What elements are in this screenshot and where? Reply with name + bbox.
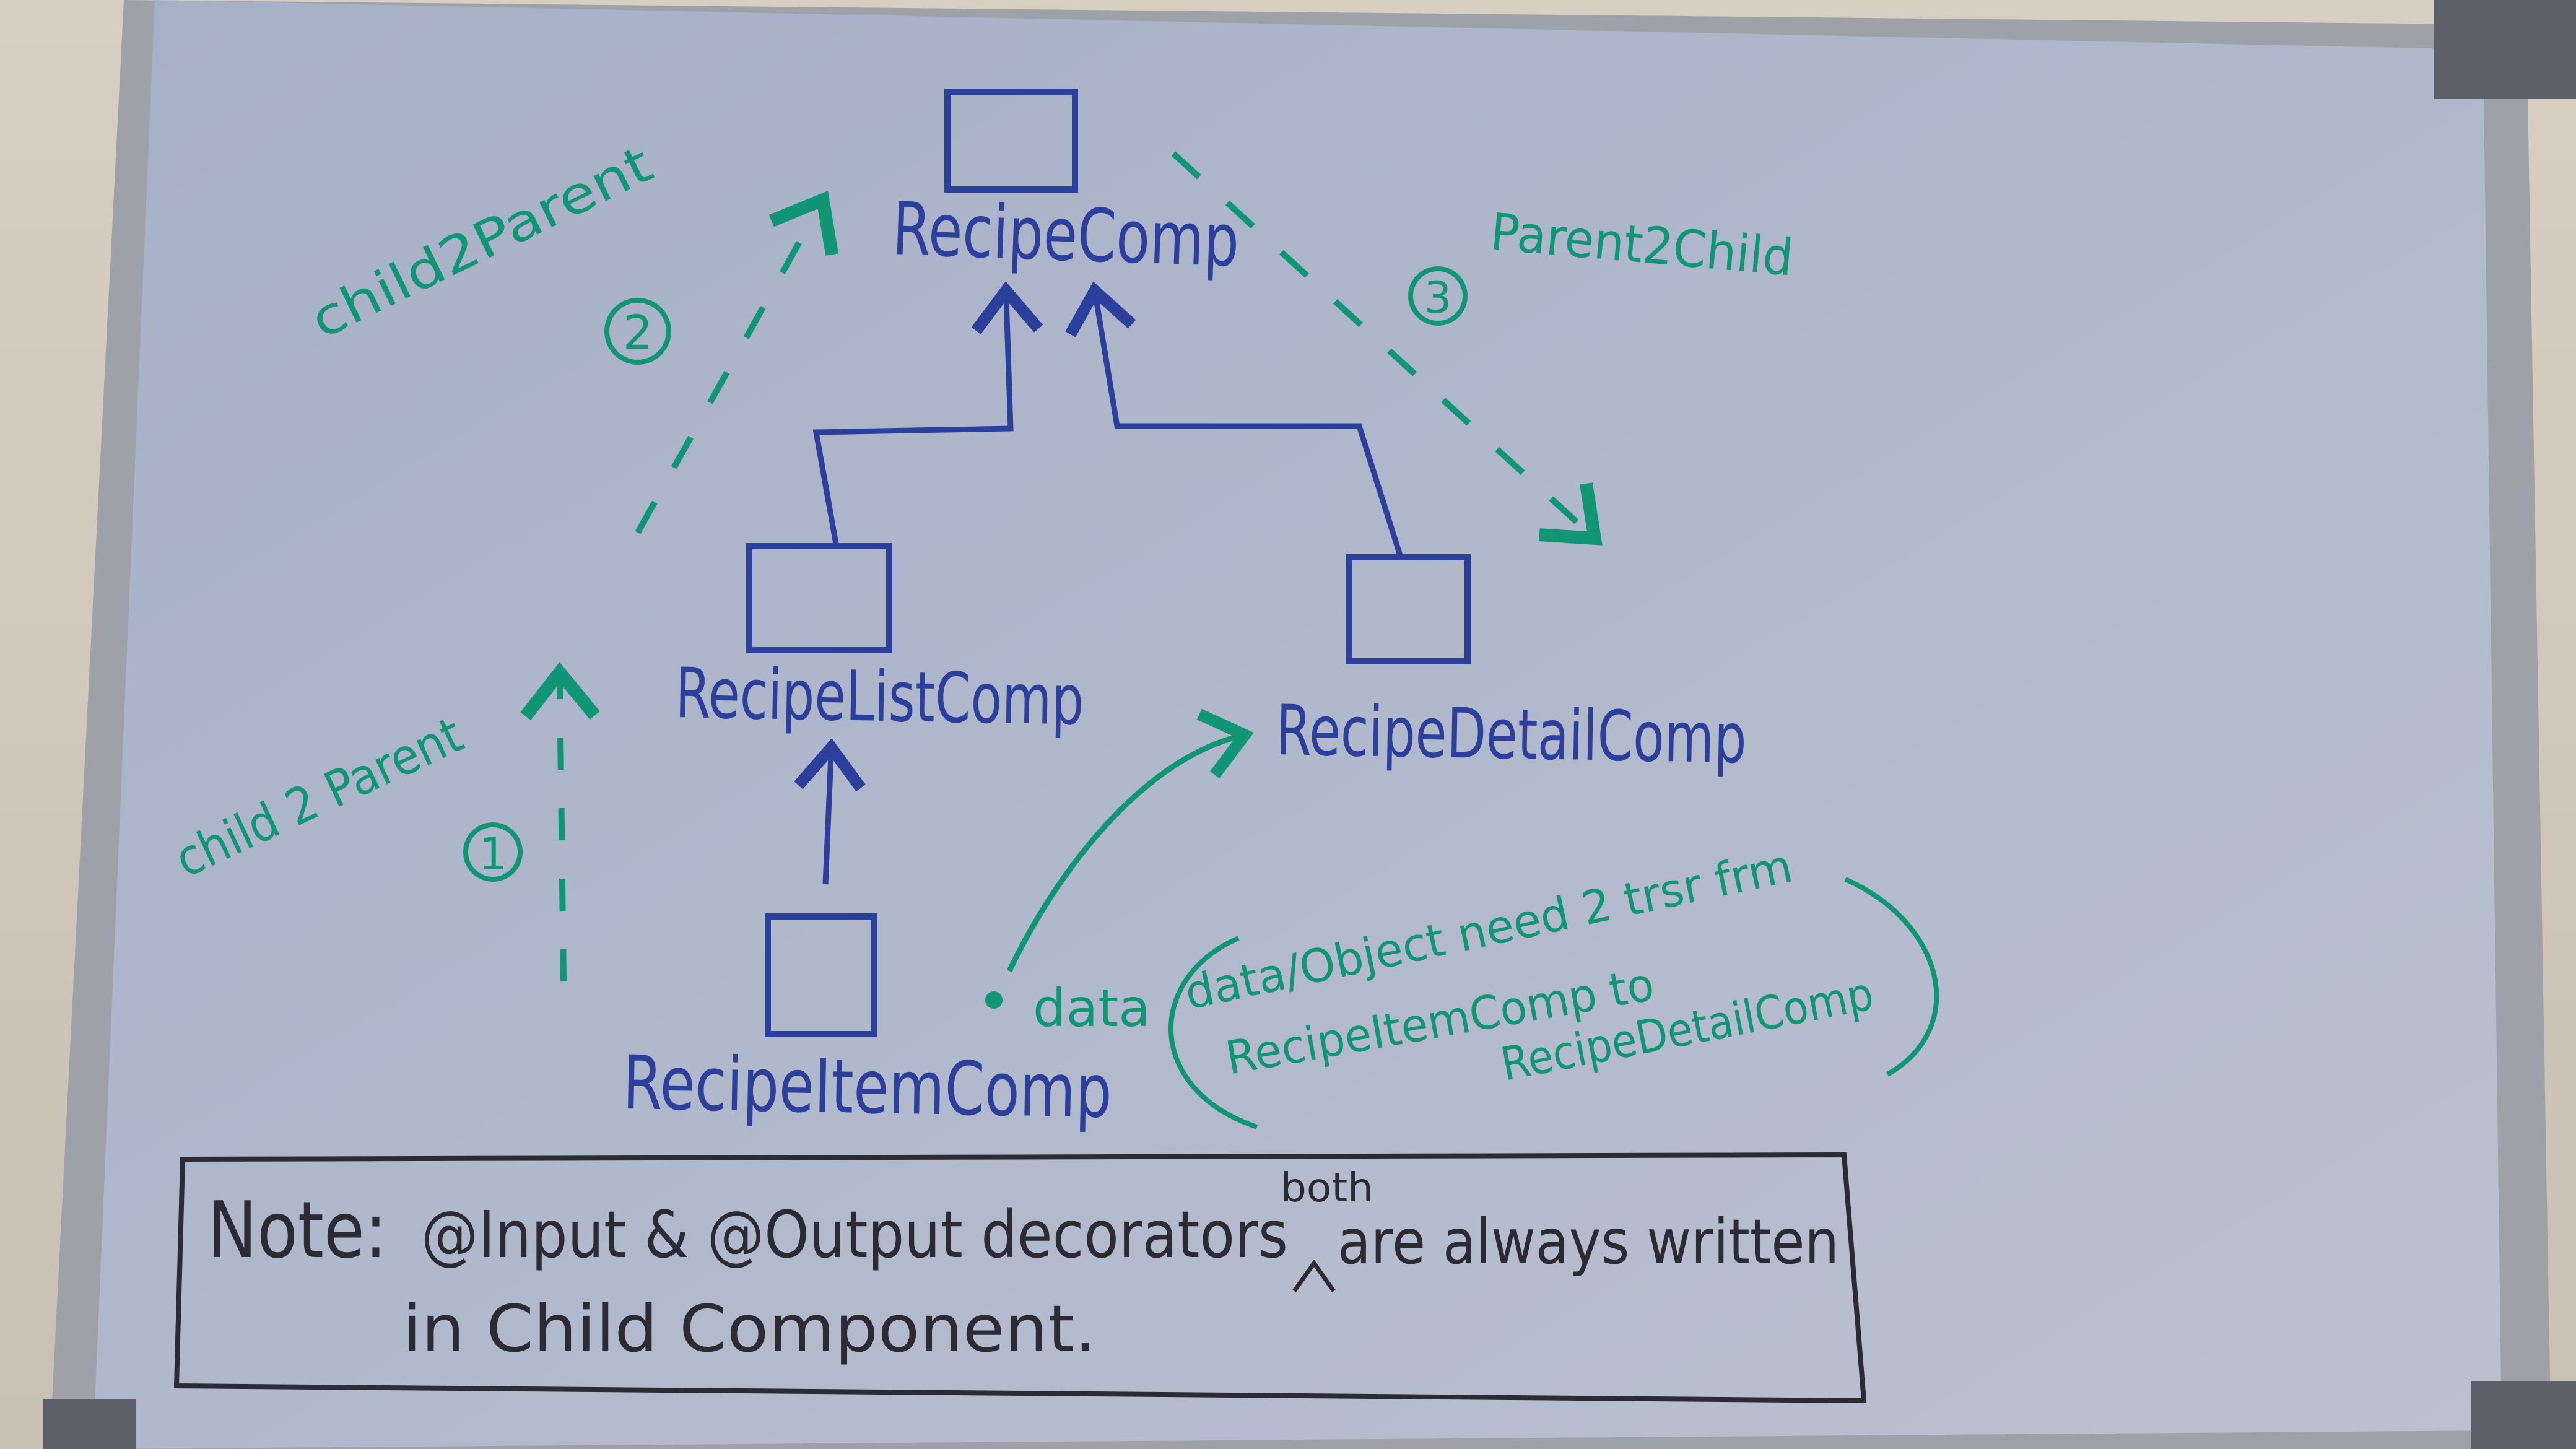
flow-1-circle xyxy=(463,822,523,882)
flow-1-dashed-arrow xyxy=(520,662,600,982)
flow-2-circle xyxy=(604,298,671,365)
recipe-detail-comp-box xyxy=(1346,554,1471,664)
note-prefix: Note: xyxy=(207,1185,387,1276)
recipe-detail-comp-label: RecipeDetailComp xyxy=(1276,690,1747,779)
data-bullet xyxy=(985,991,1003,1009)
frame-corner-top-right xyxy=(2434,0,2576,99)
flow-3-number: 3 xyxy=(1424,272,1452,323)
detail-to-recipe-connector xyxy=(1065,281,1404,559)
recipe-item-comp-box xyxy=(765,913,877,1037)
data-flow-arc xyxy=(1006,708,1254,972)
note-line-1-end: are always written xyxy=(1338,1206,1839,1278)
board-surface xyxy=(93,0,2502,1449)
note-line-2: in Child Component. xyxy=(402,1291,1096,1367)
frame-corner-bottom-right xyxy=(2471,1381,2576,1449)
note-left-bracket xyxy=(1168,936,1258,1129)
flow-1-number: 1 xyxy=(479,828,507,880)
recipe-item-comp-label: RecipeItemComp xyxy=(622,1040,1112,1135)
frame-corner-bottom-left xyxy=(43,1399,136,1449)
flow-2-number: 2 xyxy=(623,305,653,360)
list-to-recipe-connector xyxy=(812,281,1043,544)
recipe-comp-label: RecipeComp xyxy=(891,186,1240,283)
data-label: data xyxy=(1033,978,1151,1038)
note-line-1: @Input & @Output decorators xyxy=(421,1197,1288,1273)
note-right-bracket xyxy=(1844,877,1939,1077)
item-to-list-connector xyxy=(794,738,866,885)
flow-3-dashed-arrow xyxy=(1171,151,1603,546)
note-box xyxy=(173,1152,1867,1404)
recipe-list-comp-box xyxy=(746,543,892,653)
note-both-insert: both xyxy=(1281,1165,1373,1211)
recipe-list-comp-label: RecipeListComp xyxy=(675,653,1085,741)
recipe-comp-box xyxy=(944,89,1078,193)
note-insert-caret xyxy=(1292,1259,1336,1293)
flow-2-dashed-arrow xyxy=(635,191,839,534)
flow-3-circle xyxy=(1408,266,1468,326)
